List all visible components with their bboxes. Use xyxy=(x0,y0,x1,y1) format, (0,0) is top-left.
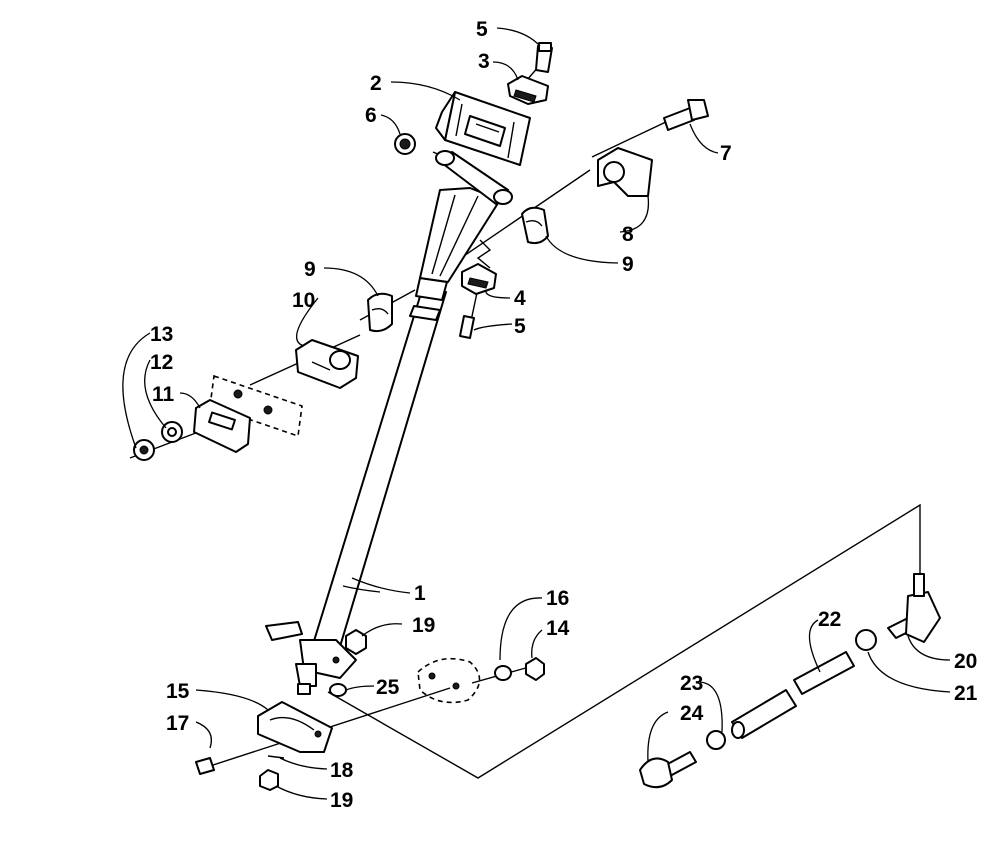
bolt-17 xyxy=(195,757,215,775)
callout-labels: 5 3 2 6 7 8 9 9 4 5 10 13 12 11 1 19 16 … xyxy=(150,18,978,812)
tie-rod-tube-22 xyxy=(793,651,855,695)
callout-22: 22 xyxy=(818,608,841,631)
nut-13 xyxy=(133,439,155,461)
callout-17: 17 xyxy=(166,712,189,735)
break-mark xyxy=(476,239,492,269)
callout-5-lower: 5 xyxy=(514,315,526,338)
callout-14: 14 xyxy=(546,617,570,640)
jam-nut-21 xyxy=(855,629,877,651)
callout-8: 8 xyxy=(622,223,634,246)
nut-14 xyxy=(525,657,545,681)
washer-18 xyxy=(267,755,285,759)
dashed-plate xyxy=(417,657,481,704)
callout-1: 1 xyxy=(414,582,426,605)
cap-screw-lower xyxy=(459,315,475,339)
tie-rod-tube-23 xyxy=(731,689,797,739)
bolt-7-axis-line xyxy=(591,120,669,158)
handlebar-clamp-block xyxy=(435,91,531,166)
tie-rod-end-20 xyxy=(887,573,941,643)
bolt-7 xyxy=(663,99,709,131)
lower-clamp xyxy=(295,339,359,389)
tie-rod-connection-line xyxy=(327,503,921,779)
jam-nut-23 xyxy=(706,730,726,750)
steering-arm xyxy=(257,701,333,753)
washer-25 xyxy=(329,683,347,697)
callout-12: 12 xyxy=(150,351,173,374)
nut-19-lower xyxy=(259,769,279,791)
callout-11: 11 xyxy=(152,383,175,406)
bushing-9-right xyxy=(521,206,549,245)
steering-post xyxy=(265,150,513,695)
washer-16 xyxy=(494,665,512,681)
upper-clamp xyxy=(597,147,653,197)
callout-23: 23 xyxy=(680,672,703,695)
callout-25: 25 xyxy=(376,676,400,699)
callout-4: 4 xyxy=(514,287,526,310)
washer-12 xyxy=(161,421,183,443)
callout-2: 2 xyxy=(370,72,382,95)
callout-7: 7 xyxy=(720,142,732,165)
mount-bracket xyxy=(193,374,303,453)
callout-9-left: 9 xyxy=(304,258,316,281)
callout-13: 13 xyxy=(150,323,173,346)
cap-screw-top xyxy=(535,42,553,73)
nut-19-upper xyxy=(345,629,367,655)
callout-15: 15 xyxy=(166,680,190,703)
callout-20: 20 xyxy=(954,650,977,673)
callout-6: 6 xyxy=(365,104,377,127)
callout-10: 10 xyxy=(292,289,315,312)
callout-18: 18 xyxy=(330,759,354,782)
bushing-9-left xyxy=(367,292,393,333)
callout-9-right: 9 xyxy=(622,253,634,276)
lock-nut-6 xyxy=(394,133,416,155)
upper-cap xyxy=(507,75,549,105)
callout-19-lower: 19 xyxy=(330,789,353,812)
lower-cap xyxy=(461,263,497,295)
callout-21: 21 xyxy=(954,682,978,705)
callout-5-top: 5 xyxy=(476,18,488,41)
callout-3: 3 xyxy=(478,50,490,73)
callout-19-upper: 19 xyxy=(412,614,435,637)
callout-24: 24 xyxy=(680,702,704,725)
leader-lines xyxy=(122,27,951,800)
callout-16: 16 xyxy=(546,587,569,610)
